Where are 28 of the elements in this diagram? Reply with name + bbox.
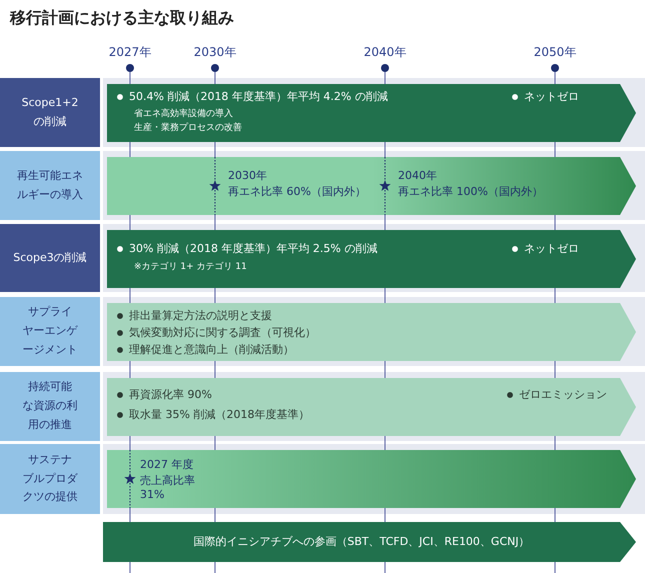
category-label: Scope3の削減 [0,224,100,292]
category-label: サプライヤーエンゲージメント [0,297,100,366]
bullet-item: ネットゼロ [512,242,579,256]
note-text: 省エネ高効率設備の導入 [134,108,233,120]
year-label: 2050年 [532,44,578,61]
bullet-item: ゼロエミッション [507,388,607,402]
milestone-text: 2040年 [398,169,437,183]
bullet-item: 排出量算定方法の説明と支援 [117,309,272,323]
bullet-item: ネットゼロ [512,90,579,104]
bullet-item: 30% 削減（2018 年度基準）年平均 2.5% の削減 [117,242,378,256]
year-label: 2027年 [108,44,152,61]
category-label: Scope1+2の削減 [0,78,100,147]
category-label: サステナブルプロダクツの提供 [0,444,100,514]
category-label: 再生可能エネルギーの導入 [0,151,100,220]
milestone-text: 2027 年度 [140,458,194,472]
bullet-item: 50.4% 削減（2018 年度基準）年平均 4.2% の削減 [117,90,388,104]
note-text: 生産・業務プロセスの改善 [134,122,242,134]
year-label: 2030年 [192,44,238,61]
note-text: ※カテゴリ 1+ カテゴリ 11 [134,261,247,273]
year-label: 2040年 [362,44,408,61]
band-text: 国際的イニシアチブへの参画（SBT、TCFD、JCI、RE100、GCNJ） [192,535,531,549]
milestone-text: 再エネ比率 60%（国内外） [228,185,366,199]
milestone-text: 再エネ比率 100%（国内外） [398,185,543,199]
bullet-item: 再資源化率 90% [117,388,212,402]
milestone-text: 2030年 [228,169,267,183]
category-label: 持続可能な資源の利用の推進 [0,372,100,441]
title: 移行計画における主な取り組み [10,8,234,29]
milestone-text: 売上高比率 31% [140,474,196,502]
